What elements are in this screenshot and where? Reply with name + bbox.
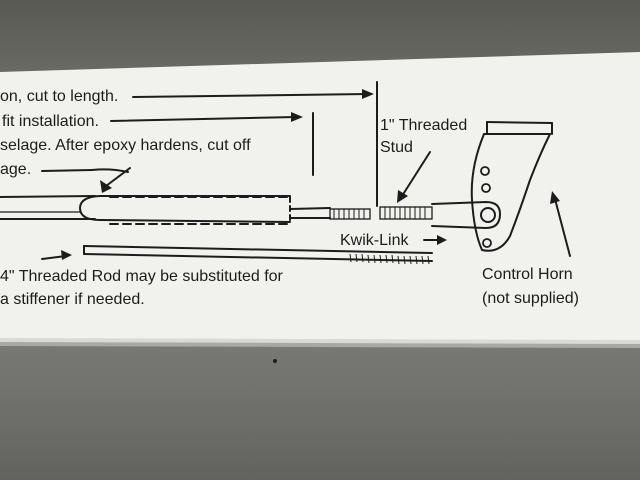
instruction-line-6: a stiffener if needed.: [0, 291, 145, 308]
stud-arrowhead: [397, 190, 408, 203]
control-horn-top-plate-top: [486, 121, 553, 124]
control-horn-label-line1: Control Horn: [482, 266, 573, 283]
curved-arrow-shaft: [105, 167, 131, 187]
wire-rod-top: [289, 207, 331, 210]
instruction-line-2: fit installation.: [2, 113, 99, 130]
threaded-section-left: [329, 208, 371, 220]
horn-leader: [554, 198, 571, 257]
kwik-link-arrowhead: [437, 235, 447, 245]
paper-shadow: [0, 338, 640, 348]
table-surface-bottom: [0, 330, 640, 480]
fit-installation-leader: [110, 116, 297, 122]
cut-length-leader: [132, 93, 369, 98]
pushrod-inner-bottom: [99, 219, 291, 223]
horn-hole-2: [481, 183, 491, 193]
age-leader: [41, 169, 93, 172]
stiffener-rod-top: [83, 245, 433, 254]
instruction-line-5: 4" Threaded Rod may be substituted for: [0, 268, 283, 285]
stiffener-rod-bottom: [83, 253, 433, 262]
thread-hatching: [333, 207, 430, 265]
kwik-link-label: Kwik-Link: [340, 232, 409, 249]
control-horn-body: [470, 133, 552, 252]
pushrod-top: [0, 195, 96, 198]
pushrod-end-curve: [78, 195, 101, 221]
threaded-stud-label-line2: Stud: [380, 139, 413, 156]
horn-hole-3: [482, 238, 492, 248]
instruction-line-1: on, cut to length.: [0, 88, 119, 105]
threaded-stud: [379, 206, 433, 220]
horn-hole-1: [480, 166, 490, 176]
ink-dot: [273, 359, 277, 363]
horn-arrowhead: [550, 191, 560, 204]
threaded-stud-label-line1: 1" Threaded: [380, 117, 468, 134]
paper-strip: [0, 52, 640, 344]
stiffener-arrowhead: [61, 250, 72, 260]
fit-installation-arrowhead: [291, 112, 303, 122]
instruction-line-4: age.: [0, 161, 32, 178]
kwik-link-pin: [480, 207, 496, 223]
instruction-line-3: selage. After epoxy hardens, cut off: [0, 137, 251, 154]
cut-length-arrowhead: [362, 89, 374, 99]
control-horn-label-line2: (not supplied): [482, 290, 579, 307]
kwik-link-body: [431, 200, 502, 230]
stud-leader: [401, 151, 431, 197]
